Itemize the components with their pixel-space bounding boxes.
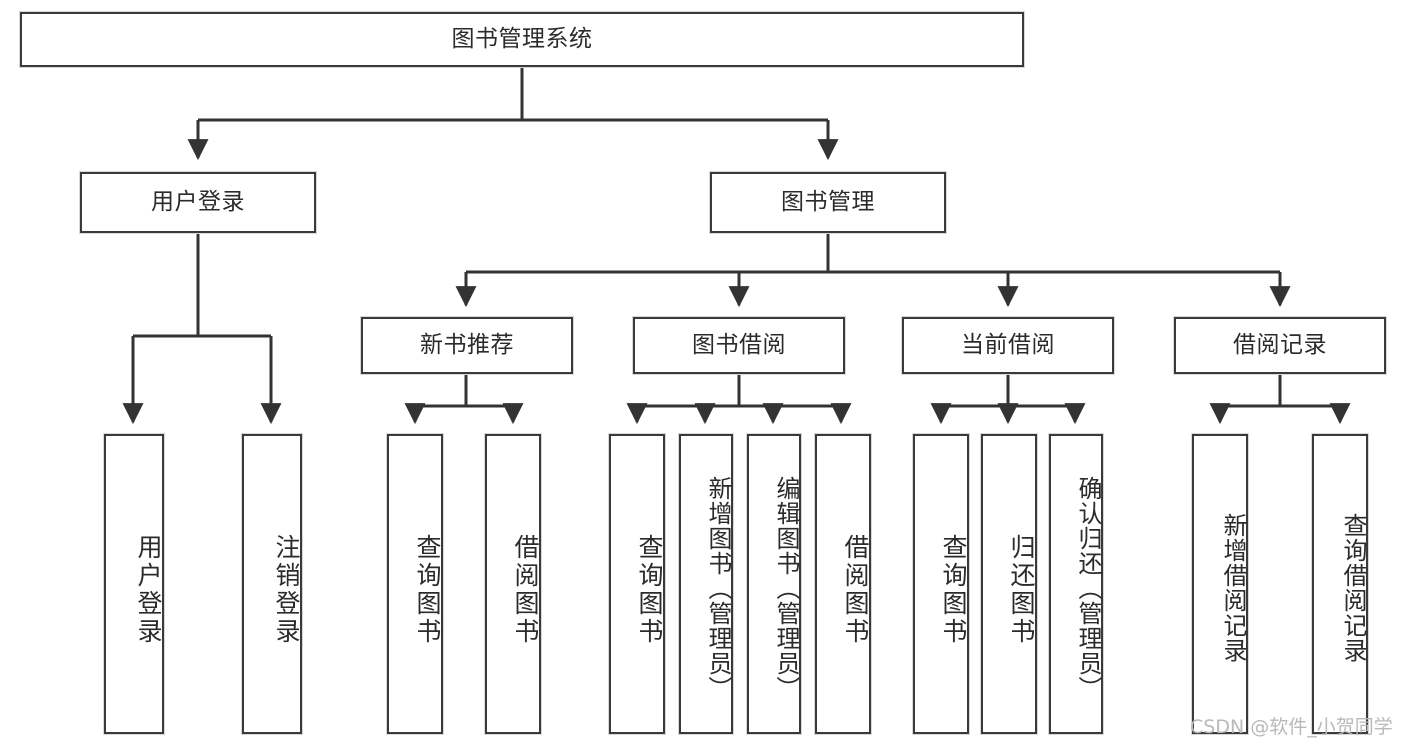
- node-leaf-logout-login[interactable]: 注销登录: [242, 434, 302, 734]
- csdn-watermark: CSDN @软件_小贺同学: [1190, 716, 1393, 738]
- node-book-manage[interactable]: 图书管理: [710, 172, 946, 233]
- node-leaf-add-book[interactable]: 新增图书（管理员）: [679, 434, 733, 734]
- node-leaf-add-record[interactable]: 新增借阅记录: [1192, 434, 1248, 734]
- node-leaf-query-book-2[interactable]: 查询图书: [609, 434, 665, 734]
- node-leaf-query-record[interactable]: 查询借阅记录: [1312, 434, 1368, 734]
- node-leaf-return-book[interactable]: 归还图书: [981, 434, 1037, 734]
- node-leaf-borrow-book-2[interactable]: 借阅图书: [815, 434, 871, 734]
- node-current-borrow[interactable]: 当前借阅: [902, 317, 1114, 374]
- node-new-book-recommend[interactable]: 新书推荐: [361, 317, 573, 374]
- node-root[interactable]: 图书管理系统: [20, 12, 1024, 67]
- node-leaf-query-book-1[interactable]: 查询图书: [387, 434, 443, 734]
- node-leaf-borrow-book-1[interactable]: 借阅图书: [485, 434, 541, 734]
- node-leaf-confirm-return[interactable]: 确认归还（管理员）: [1049, 434, 1103, 734]
- node-leaf-edit-book[interactable]: 编辑图书（管理员）: [747, 434, 801, 734]
- node-leaf-user-login[interactable]: 用户登录: [104, 434, 164, 734]
- node-borrow-record[interactable]: 借阅记录: [1174, 317, 1386, 374]
- node-book-borrow[interactable]: 图书借阅: [633, 317, 845, 374]
- node-leaf-query-book-3[interactable]: 查询图书: [913, 434, 969, 734]
- node-user-login[interactable]: 用户登录: [80, 172, 316, 233]
